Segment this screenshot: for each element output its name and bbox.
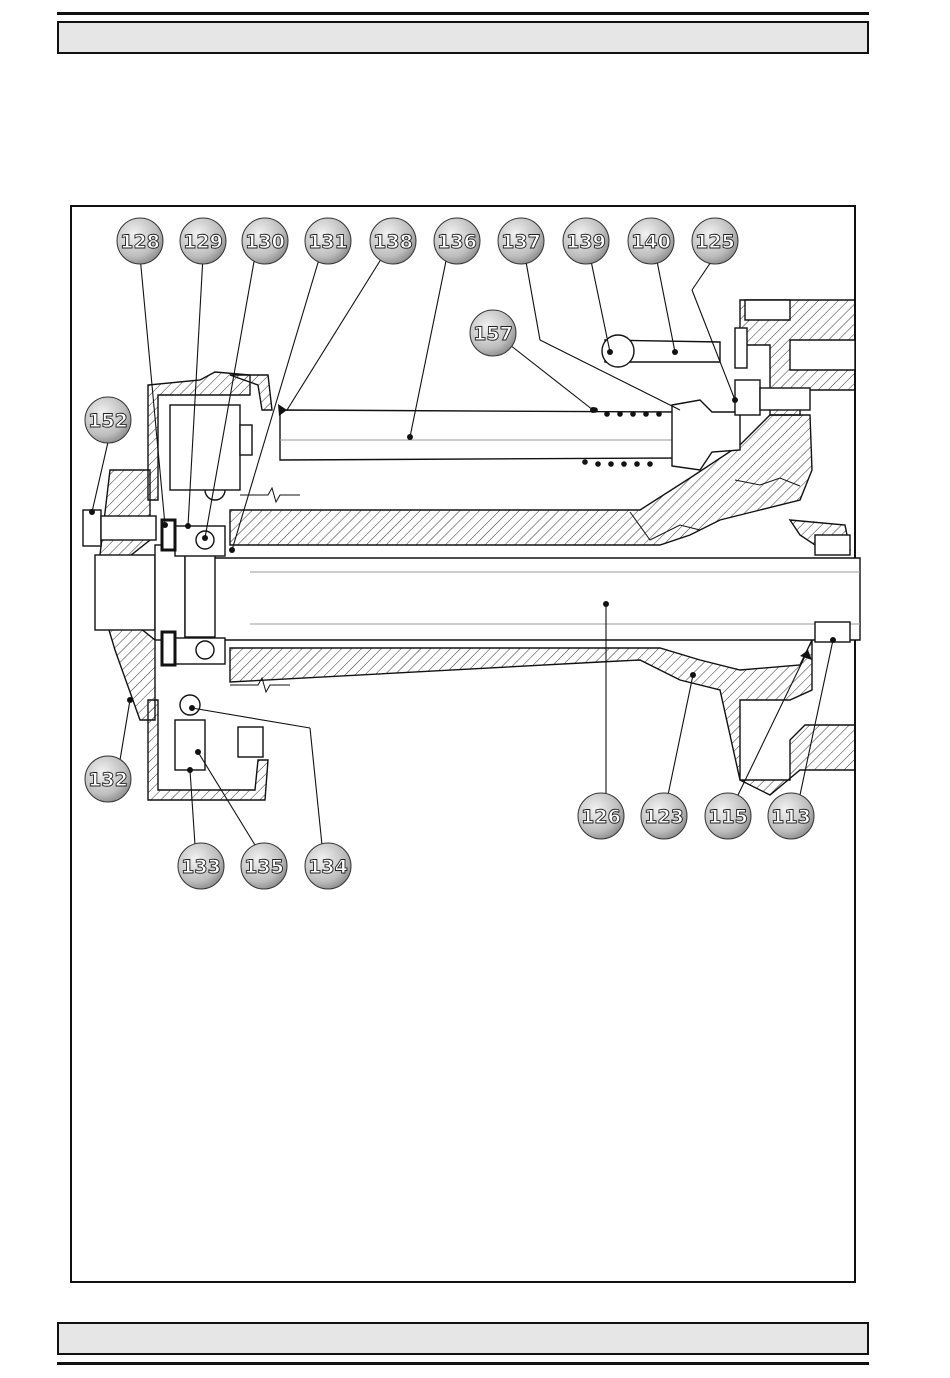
callout-label-140: 140 <box>631 231 671 253</box>
callout-label-137: 137 <box>501 231 541 253</box>
callout-132: 132 <box>85 756 131 802</box>
callout-125: 125 <box>692 218 738 264</box>
callout-135: 135 <box>241 843 287 889</box>
callout-label-130: 130 <box>245 231 285 253</box>
callout-138: 138 <box>370 218 416 264</box>
callout-label-157: 157 <box>473 323 513 345</box>
callout-label-139: 139 <box>566 231 606 253</box>
callout-128: 128 <box>117 218 163 264</box>
callout-label-115: 115 <box>708 806 748 828</box>
bottom-rule <box>57 1362 869 1365</box>
callout-label-126: 126 <box>581 806 621 828</box>
callout-157: 157 <box>470 310 516 356</box>
callout-123: 123 <box>641 793 687 839</box>
callout-label-113: 113 <box>771 806 811 828</box>
callout-115: 115 <box>705 793 751 839</box>
callout-113: 113 <box>768 793 814 839</box>
callout-label-132: 132 <box>88 769 128 791</box>
callout-label-131: 131 <box>308 231 348 253</box>
callout-label-133: 133 <box>181 856 221 878</box>
callout-133: 133 <box>178 843 224 889</box>
callout-label-136: 136 <box>437 231 477 253</box>
callout-136: 136 <box>434 218 480 264</box>
callout-152: 152 <box>85 397 131 443</box>
callout-134: 134 <box>305 843 351 889</box>
callout-140: 140 <box>628 218 674 264</box>
callout-label-134: 134 <box>308 856 348 878</box>
footer-bar <box>57 1322 869 1355</box>
callout-139: 139 <box>563 218 609 264</box>
callout-label-125: 125 <box>695 231 735 253</box>
callout-129: 129 <box>180 218 226 264</box>
callout-137: 137 <box>498 218 544 264</box>
callout-label-135: 135 <box>244 856 284 878</box>
callout-label-152: 152 <box>88 410 128 432</box>
callout-126: 126 <box>578 793 624 839</box>
callout-label-123: 123 <box>644 806 684 828</box>
callout-131: 131 <box>305 218 351 264</box>
callout-label-129: 129 <box>183 231 223 253</box>
callout-label-128: 128 <box>120 231 160 253</box>
callout-130: 130 <box>242 218 288 264</box>
callout-label-138: 138 <box>373 231 413 253</box>
